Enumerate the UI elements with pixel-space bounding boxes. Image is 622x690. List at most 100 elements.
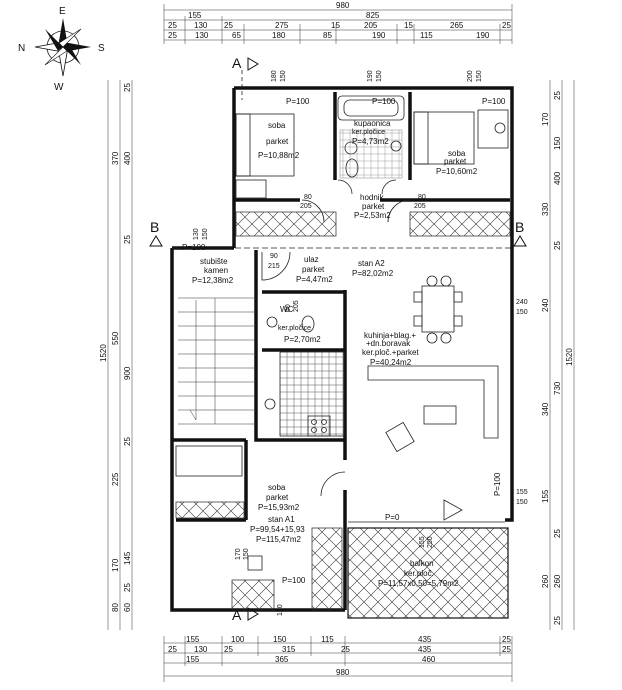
dim-bottom: 25 bbox=[502, 645, 511, 654]
room-name: hodnik bbox=[360, 193, 385, 202]
dim-left: 550 bbox=[111, 331, 120, 345]
opening-w: 155 bbox=[419, 536, 426, 548]
opening-w: 130 bbox=[193, 228, 200, 240]
dim-top: 130 bbox=[194, 21, 208, 30]
room-balkon: balkon ker.ploč. P=11,57x0,50=5,79m2 bbox=[378, 559, 459, 588]
furniture bbox=[175, 95, 509, 571]
opening-h: 150 bbox=[516, 309, 528, 316]
room-name: soba bbox=[268, 121, 286, 130]
dim-top: 85 bbox=[323, 31, 332, 40]
opening-p: P=100 bbox=[372, 97, 396, 106]
dim-right-overall: 1520 bbox=[565, 348, 574, 366]
room-area: P=12,38m2 bbox=[192, 276, 234, 285]
compass-n-label: N bbox=[18, 43, 25, 54]
room-name: kupaonica bbox=[354, 119, 391, 128]
room-floor: parket bbox=[302, 265, 325, 274]
opening-h: 150 bbox=[243, 548, 250, 560]
room-stan-a1: stan A1 P=99,54+15,93 P=115,47m2 bbox=[250, 515, 305, 544]
dim-bottom: 115 bbox=[321, 635, 334, 644]
dim-left: 25 bbox=[123, 437, 132, 446]
opening-w: 155 bbox=[516, 489, 528, 496]
dim-left: 80 bbox=[111, 603, 120, 612]
dim-left: 25 bbox=[123, 583, 132, 592]
dim-left: 370 bbox=[111, 151, 120, 165]
room-wc: WC ker.pločice P=2,70m2 bbox=[278, 305, 321, 344]
room-floor: parket bbox=[266, 137, 289, 146]
room-area: P=15,93m2 bbox=[258, 503, 300, 512]
dim-right: 260 bbox=[541, 574, 550, 588]
dim-bottom: 150 bbox=[273, 635, 287, 644]
compass-s-label: S bbox=[98, 43, 105, 54]
dim-top: 15 bbox=[404, 21, 413, 30]
room-kupaonica: kupaonica ker.pločice P=4,73m2 bbox=[352, 119, 391, 146]
dim-bottom: 25 bbox=[341, 645, 350, 654]
opening-h: 250 bbox=[427, 536, 434, 548]
section-b-left: B bbox=[150, 219, 159, 235]
opening-w: 200 bbox=[467, 70, 474, 82]
room-floor: ker.ploč. bbox=[404, 569, 434, 578]
room-hodnik: hodnik parket P=2,53m2 bbox=[354, 193, 391, 220]
dim-top-overall: 980 bbox=[336, 1, 350, 10]
dim-bottom: 130 bbox=[194, 645, 208, 654]
section-b-right: B bbox=[515, 219, 524, 235]
room-area: P=4,47m2 bbox=[296, 275, 333, 284]
dim-left: 400 bbox=[123, 151, 132, 165]
dim-bottom: 25 bbox=[502, 635, 511, 644]
opening-h: 150 bbox=[516, 499, 528, 506]
compass-e-label: E bbox=[59, 6, 66, 17]
room-area: P=82,02m2 bbox=[352, 269, 394, 278]
dim-top: 65 bbox=[232, 31, 241, 40]
room-stubiste: stubište kamen P=12,38m2 bbox=[192, 257, 234, 285]
room-name: soba bbox=[448, 149, 466, 158]
dim-right: 340 bbox=[541, 402, 550, 416]
opening-h: 150 bbox=[277, 604, 284, 616]
opening-labels: P=100 P=100 P=100 P=100 P=100 P=100 P=0 … bbox=[182, 70, 528, 616]
left-dimensions: 1520 370 550 225 170 80 25 400 25 900 25… bbox=[99, 80, 133, 630]
dim-left: 25 bbox=[123, 83, 132, 92]
room-floor: parket bbox=[266, 493, 289, 502]
dim-bottom: 25 bbox=[168, 645, 177, 654]
room-area: P=40,24m2 bbox=[370, 358, 412, 367]
opening-h: 150 bbox=[476, 70, 483, 82]
room-area: P=2,70m2 bbox=[284, 335, 321, 344]
room-kuhinja: kuhinja+blag.+ +dn.boravak ker.ploč.+par… bbox=[362, 331, 419, 367]
room-name: stan A1 bbox=[268, 515, 295, 524]
room-name: stan A2 bbox=[358, 259, 385, 268]
dim-right: 25 bbox=[553, 241, 562, 250]
dim-bottom-overall: 980 bbox=[336, 668, 350, 677]
dim-top: 25 bbox=[224, 21, 233, 30]
opening-w: 90 bbox=[270, 253, 278, 260]
dim-right: 240 bbox=[541, 298, 550, 312]
dim-right: 25 bbox=[553, 529, 562, 538]
dim-bottom: 365 bbox=[275, 655, 289, 664]
dim-right: 330 bbox=[541, 202, 550, 216]
dim-bottom: 155 bbox=[186, 655, 200, 664]
room-ulaz: ulaz parket P=4,47m2 bbox=[296, 255, 333, 284]
compass-w-label: W bbox=[54, 82, 64, 93]
opening-h: 205 bbox=[414, 203, 426, 210]
room-name: ulaz bbox=[304, 255, 319, 264]
room-floor: ker.pločice bbox=[352, 129, 385, 136]
dim-right: 730 bbox=[553, 381, 562, 395]
room-area: P=4,73m2 bbox=[352, 137, 389, 146]
opening-h: 205 bbox=[293, 300, 300, 312]
section-a-bottom: A bbox=[232, 607, 242, 623]
dim-top: 825 bbox=[366, 11, 380, 20]
dim-top: 275 bbox=[275, 21, 289, 30]
wall-hatch bbox=[175, 211, 511, 611]
dim-top: 115 bbox=[420, 31, 433, 40]
room-soba-2: soba parket P=10,60m2 bbox=[436, 149, 478, 176]
dim-top: 265 bbox=[450, 21, 464, 30]
dim-bottom: 100 bbox=[231, 635, 245, 644]
opening-p: P=100 bbox=[493, 472, 502, 496]
compass-rose: E N S W bbox=[18, 6, 105, 93]
room-line3: ker.ploč.+parket bbox=[362, 348, 419, 357]
room-floor: parket bbox=[362, 202, 385, 211]
opening-h: 150 bbox=[280, 70, 287, 82]
opening-w: 180 bbox=[271, 70, 278, 82]
opening-w: 240 bbox=[516, 299, 528, 306]
opening-w: 190 bbox=[367, 70, 374, 82]
dim-top: 25 bbox=[502, 21, 511, 30]
room-line2: +dn.boravak bbox=[366, 339, 411, 348]
